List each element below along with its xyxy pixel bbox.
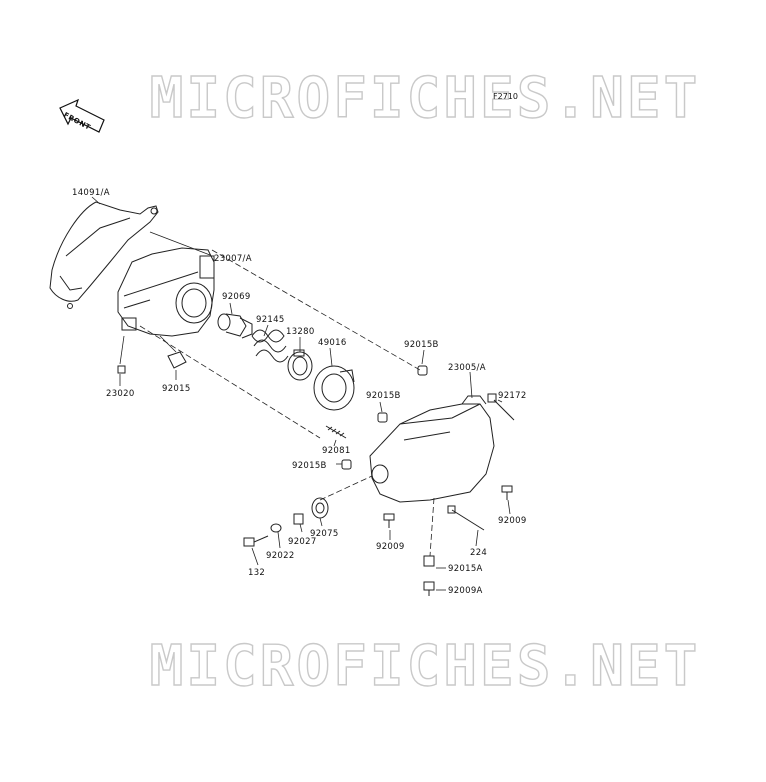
part-bolt-92172	[487, 393, 515, 421]
figure-code: F2710	[493, 92, 518, 101]
label-23020: 23020	[106, 389, 135, 399]
label-92009-right: 92009	[498, 516, 527, 526]
label-13280: 13280	[286, 327, 315, 337]
label-92145: 92145	[256, 315, 285, 325]
watermark-bottom: MICROFICHES.NET	[149, 633, 701, 699]
part-spacer-92015B-low	[341, 459, 352, 470]
part-housing-23007A	[117, 247, 215, 337]
leader-lines	[91, 196, 511, 591]
part-spacer-92015B-mid	[377, 412, 388, 423]
part-nut-92015	[167, 351, 187, 369]
label-92027: 92027	[288, 537, 317, 547]
label-92015B-low: 92015B	[292, 461, 327, 471]
part-screw-92081	[325, 425, 347, 439]
part-housing-23005A	[369, 395, 495, 503]
part-ring-13280	[287, 349, 313, 381]
part-bolt-92009A	[423, 581, 435, 596]
part-cover-14091A	[49, 201, 159, 309]
label-92172: 92172	[498, 391, 527, 401]
part-grommet-92075	[311, 497, 329, 519]
label-92015A: 92015A	[448, 564, 483, 574]
label-132: 132	[248, 568, 266, 578]
label-92081: 92081	[322, 446, 351, 456]
part-spring-92145	[251, 329, 289, 363]
label-92069: 92069	[222, 292, 251, 302]
part-spacer-92015B-top	[417, 365, 428, 376]
part-bolt-92009-right	[501, 485, 513, 500]
part-adjuster-49016	[313, 365, 355, 411]
label-92015: 92015	[162, 384, 191, 394]
label-49016: 49016	[318, 338, 347, 348]
label-23005A: 23005/A	[448, 363, 486, 373]
label-224: 224	[470, 548, 488, 558]
part-bolt-224	[447, 505, 485, 531]
label-92009A: 92009A	[448, 586, 483, 596]
label-92009-mid: 92009	[376, 542, 405, 552]
label-92015B-top: 92015B	[404, 340, 439, 350]
label-23007A: 23007/A	[214, 254, 252, 264]
part-spacer-92015A	[423, 555, 435, 567]
label-92015B-mid: 92015B	[366, 391, 401, 401]
watermark-top: MICROFICHES.NET	[149, 65, 701, 131]
part-bolt-92009-mid	[383, 513, 395, 528]
part-clip-23020	[117, 365, 126, 374]
label-14091A: 14091/A	[72, 188, 110, 198]
part-collar-92027	[293, 513, 304, 525]
front-arrow-icon	[59, 98, 105, 133]
label-92022: 92022	[266, 551, 295, 561]
label-92075: 92075	[310, 529, 339, 539]
part-washer-92022	[270, 523, 282, 533]
part-bolt-132	[243, 535, 269, 547]
part-bulb-92069	[217, 313, 253, 339]
